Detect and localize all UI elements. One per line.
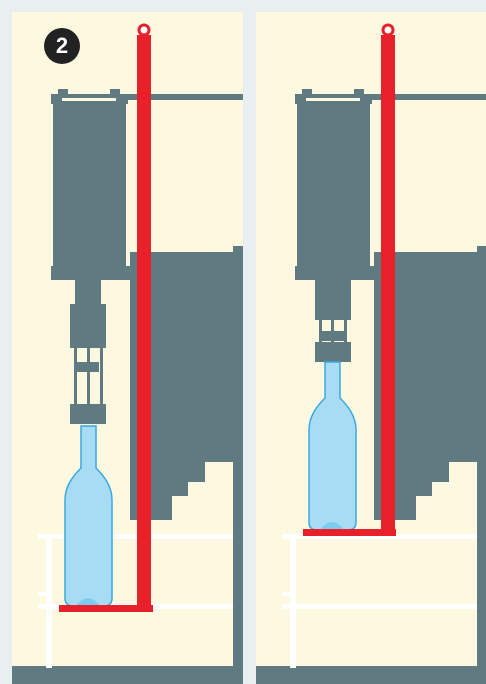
- head-knob-left: [58, 89, 68, 95]
- stand-post: [477, 246, 486, 684]
- plunger-block: [70, 304, 106, 348]
- guide-rod-right: [100, 348, 103, 406]
- head-top-line: [62, 98, 116, 101]
- lever-platform: [303, 529, 396, 536]
- plunger-upper: [75, 280, 101, 304]
- head-housing: [53, 104, 126, 266]
- lever-bar: [381, 35, 395, 531]
- panel-after: [256, 12, 486, 684]
- base-floor: [256, 666, 486, 684]
- head-housing: [297, 104, 370, 266]
- base-floor: [12, 666, 243, 684]
- head-top-line: [306, 98, 360, 101]
- rail-upper: [282, 534, 477, 539]
- head-bottom-plate: [295, 266, 374, 280]
- bottle-punt: [76, 598, 100, 606]
- top-arm: [369, 94, 486, 100]
- plunger-collar: [77, 362, 99, 372]
- guide-rod-left: [319, 320, 322, 342]
- guide-rod-mid: [87, 348, 90, 406]
- lever-bar: [137, 35, 151, 607]
- body-notch: [172, 496, 188, 502]
- machine-body: [130, 252, 243, 520]
- rail-hook: [38, 592, 52, 596]
- lever-pivot-icon: [137, 23, 151, 37]
- guide-rod-left: [74, 348, 77, 406]
- lever-platform: [59, 605, 153, 612]
- lever-pivot-icon: [381, 23, 395, 37]
- rail-upper: [38, 534, 233, 539]
- bottle-punt: [320, 522, 344, 530]
- step-number-badge: 2: [44, 28, 80, 64]
- stand-post: [233, 246, 243, 684]
- head-bottom-plate: [51, 266, 130, 280]
- rail-post: [46, 534, 52, 668]
- plunger-upper: [315, 280, 351, 320]
- head-knob-left: [302, 89, 312, 95]
- rail-post: [290, 534, 296, 668]
- head-knob-right: [110, 89, 120, 95]
- rail-hook: [282, 592, 296, 596]
- body-notch: [416, 496, 432, 502]
- guide-rod-right: [344, 320, 347, 342]
- jaw-block: [70, 404, 106, 424]
- plunger-collar: [322, 331, 344, 341]
- head-knob-right: [354, 89, 364, 95]
- machine-body: [374, 252, 486, 520]
- top-arm: [125, 94, 243, 100]
- panel-before: [12, 12, 243, 684]
- rail-lower: [282, 604, 477, 609]
- jaw-block: [315, 342, 351, 362]
